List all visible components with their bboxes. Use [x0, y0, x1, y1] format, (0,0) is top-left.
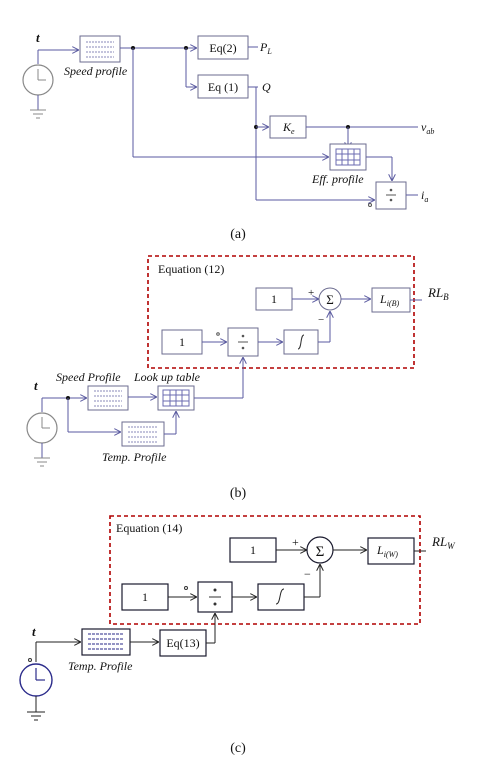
c-output-label: RLW — [431, 534, 456, 551]
a-out-pl: PL — [259, 40, 272, 56]
b-lookup-l-block[interactable]: Li(B) — [371, 287, 411, 313]
c-lookup-l-label: Li(W) — [376, 543, 398, 559]
b-lookup-table-block[interactable] — [157, 385, 195, 411]
a-out-vab: vab — [421, 120, 434, 136]
b-minus-sign: − — [318, 314, 324, 326]
c-const-lower-block[interactable]: 1 — [121, 583, 169, 611]
b-const-lower-block[interactable]: 1 — [161, 329, 203, 355]
a-eff-profile-label: Eff. profile — [311, 172, 364, 186]
b-speed-profile-label: Speed Profile — [56, 370, 121, 384]
a-out-q: Q — [262, 80, 271, 94]
b-caption: (b) — [230, 486, 247, 501]
a-divider-block[interactable] — [375, 181, 407, 210]
b-sum-block[interactable]: Σ — [318, 287, 342, 311]
b-speed-profile-block[interactable] — [87, 385, 129, 411]
c-temp-profile-block[interactable] — [81, 628, 131, 656]
c-const1-label: 1 — [250, 543, 256, 557]
b-equation-box — [147, 255, 415, 369]
a-eq2-label: Eq(2) — [209, 41, 236, 55]
a-eq1-label: Eq (1) — [208, 80, 238, 94]
b-const1-label: 1 — [271, 292, 277, 306]
c-equation-title: Equation (14) — [116, 521, 182, 535]
c-caption: (c) — [230, 741, 246, 756]
c-eq13-label: Eq(13) — [166, 636, 199, 650]
c-temp-profile-label: Temp. Profile — [68, 659, 133, 673]
c-plus-sign: + — [292, 535, 299, 549]
c-minus-sign: − — [304, 567, 311, 581]
c-integrator-block[interactable] — [257, 583, 305, 611]
c-eq13-block[interactable]: Eq(13) — [159, 629, 207, 657]
c-const-upper-block[interactable]: 1 — [229, 537, 277, 563]
svg-text:Σ: Σ — [316, 544, 325, 560]
b-source-label: t — [34, 378, 38, 393]
a-gain-label: Ke — [282, 120, 295, 136]
c-lookup-l-block[interactable]: Li(W) — [367, 537, 415, 565]
b-clock-icon — [26, 398, 58, 467]
b-integrator-block[interactable] — [283, 329, 319, 355]
a-out-ia: ia — [421, 188, 428, 204]
panel-a: t Speed profile — [22, 30, 434, 242]
b-plus-sign: + — [308, 287, 314, 299]
a-eq1-block[interactable]: Eq (1) — [197, 74, 249, 99]
b-divider-block[interactable] — [227, 327, 259, 357]
a-eff-profile-block[interactable] — [329, 143, 367, 171]
a-caption: (a) — [230, 227, 246, 242]
panel-c: Equation (14) 1 + Σ − Li(W) RLW 1 — [19, 515, 456, 756]
c-source-label: t — [32, 624, 36, 639]
c-divider-block[interactable] — [197, 581, 233, 613]
b-temp-profile-block[interactable] — [121, 421, 165, 447]
a-clock-icon — [22, 50, 54, 119]
b-output-label: RLB — [427, 285, 449, 302]
c-const2-label: 1 — [142, 590, 148, 604]
a-gain-block[interactable]: Ke — [269, 115, 307, 139]
c-clock-icon — [19, 642, 53, 721]
a-source-label: t — [36, 30, 40, 45]
b-const-upper-block[interactable]: 1 — [255, 287, 293, 311]
b-lookup-table-label: Look up table — [133, 370, 201, 384]
a-speed-profile-label: Speed profile — [64, 64, 128, 78]
b-const2-label: 1 — [179, 335, 185, 349]
a-speed-profile-block[interactable] — [79, 35, 121, 63]
b-lookup-l-label: Li(B) — [379, 292, 399, 308]
c-sum-block[interactable]: Σ — [306, 536, 334, 564]
b-equation-title: Equation (12) — [158, 262, 224, 276]
b-temp-profile-label: Temp. Profile — [102, 450, 167, 464]
panel-b: Equation (12) 1 + Σ − Li(B) RLB 1 — [26, 255, 449, 501]
svg-text:Σ: Σ — [326, 292, 334, 307]
c-equation-box — [109, 515, 421, 625]
a-eq2-block[interactable]: Eq(2) — [197, 35, 249, 60]
